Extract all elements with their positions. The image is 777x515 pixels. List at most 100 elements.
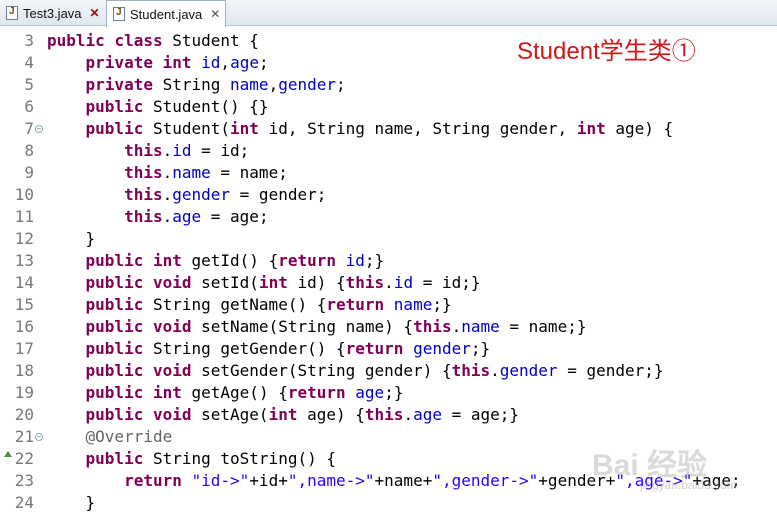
code-token: ",name->": [287, 471, 375, 490]
code-token: String getName() {: [143, 295, 327, 314]
code-text: public void setGender(String gender) {th…: [47, 360, 664, 382]
code-token: int: [162, 53, 192, 72]
watermark-url: jingyan.baidu.com: [640, 478, 737, 492]
code-line[interactable]: 22 public String toString() {: [0, 448, 777, 470]
code-token: }: [47, 229, 96, 248]
code-token: gender: [172, 185, 231, 204]
code-token: @Override: [85, 427, 173, 446]
code-token: return: [124, 471, 182, 490]
code-token: [336, 251, 346, 270]
code-line[interactable]: 19 public int getAge() {return age;}: [0, 382, 777, 404]
code-token: ;}: [384, 383, 404, 402]
java-file-icon: [6, 6, 18, 20]
code-token: [47, 119, 86, 138]
code-token: }: [47, 493, 96, 512]
code-text: public int getId() {return id;}: [47, 250, 385, 272]
code-token: [47, 295, 86, 314]
code-text: public Student(int id, String name, Stri…: [47, 118, 674, 140]
code-token: = age;: [201, 207, 269, 226]
code-token: [105, 31, 115, 50]
code-token: String: [152, 75, 231, 94]
code-token: getId() {: [181, 251, 279, 270]
code-token: this: [124, 207, 163, 226]
code-token: [47, 383, 86, 402]
fold-collapse-icon[interactable]: [35, 125, 43, 133]
code-line[interactable]: 21 @Override: [0, 426, 777, 448]
code-line[interactable]: 4 private int id,age;: [0, 52, 777, 74]
code-token: .: [162, 207, 173, 226]
code-token: public: [85, 383, 144, 402]
code-token: int: [152, 383, 182, 402]
line-number: 19: [14, 383, 34, 402]
code-token: [47, 449, 86, 468]
code-token: [47, 427, 86, 446]
code-token: [47, 317, 86, 336]
code-token: Student() {}: [143, 97, 269, 116]
code-token: = id;}: [413, 273, 481, 292]
code-token: return: [345, 339, 404, 358]
tab-test3-java[interactable]: Test3.java ✕: [0, 0, 104, 26]
code-token: age) {: [297, 405, 365, 424]
code-token: [153, 53, 163, 72]
line-number: 7: [24, 119, 34, 138]
code-token: private: [85, 53, 153, 72]
code-line[interactable]: 6 public Student() {}: [0, 96, 777, 118]
code-line[interactable]: 7 public Student(int id, String name, St…: [0, 118, 777, 140]
code-token: [143, 405, 153, 424]
code-token: name: [172, 163, 211, 182]
code-token: [47, 471, 124, 490]
code-line[interactable]: 17 public String getGender() {return gen…: [0, 338, 777, 360]
code-text: }: [47, 228, 96, 250]
line-number: 10: [14, 185, 34, 204]
tab-student-java[interactable]: Student.java ✕: [106, 0, 226, 27]
code-token: public: [85, 97, 144, 116]
code-token: .: [490, 361, 500, 380]
line-number: 15: [14, 295, 34, 314]
code-line[interactable]: 11 this.age = age;: [0, 206, 777, 228]
line-number: 5: [24, 75, 34, 94]
code-line[interactable]: 15 public String getName() {return name;…: [0, 294, 777, 316]
code-line[interactable]: 18 public void setGender(String gender) …: [0, 360, 777, 382]
code-line[interactable]: 14 public void setId(int id) {this.id = …: [0, 272, 777, 294]
code-token: void: [152, 405, 192, 424]
code-token: .: [162, 185, 173, 204]
code-token: void: [152, 317, 192, 336]
line-number: 4: [24, 53, 34, 72]
code-line[interactable]: 9 this.name = name;: [0, 162, 777, 184]
code-token: ,: [268, 75, 279, 94]
code-token: this: [345, 273, 385, 292]
code-token: setAge(: [191, 405, 269, 424]
code-line[interactable]: 23 return "id->"+id+",name->"+name+",gen…: [0, 470, 777, 492]
code-text: @Override: [47, 426, 173, 448]
code-token: public: [47, 31, 105, 50]
code-text: public class Student {: [47, 30, 259, 52]
code-line[interactable]: 12 }: [0, 228, 777, 250]
code-text: public void setName(String name) {this.n…: [47, 316, 587, 338]
code-line[interactable]: 8 this.id = id;: [0, 140, 777, 162]
line-number: 21: [14, 427, 34, 446]
code-token: [384, 295, 394, 314]
code-token: = id;: [191, 141, 250, 160]
code-token: .: [384, 273, 394, 292]
code-token: age) {: [605, 119, 674, 138]
code-token: [47, 163, 124, 182]
close-icon[interactable]: ✕: [89, 6, 100, 20]
code-token: public: [85, 405, 144, 424]
code-line[interactable]: 24 }: [0, 492, 777, 514]
code-line[interactable]: 20 public void setAge(int age) {this.age…: [0, 404, 777, 426]
code-token: .: [403, 405, 414, 424]
code-token: this: [124, 185, 163, 204]
code-token: id: [201, 53, 221, 72]
fold-collapse-icon[interactable]: [35, 433, 43, 441]
code-line[interactable]: 13 public int getId() {return id;}: [0, 250, 777, 272]
close-icon[interactable]: ✕: [210, 7, 221, 21]
code-token: int: [258, 273, 288, 292]
tab-label: Student.java: [130, 6, 203, 22]
line-number: 9: [24, 163, 34, 182]
code-text: this.gender = gender;: [47, 184, 326, 206]
code-line[interactable]: 5 private String name,gender;: [0, 74, 777, 96]
code-line[interactable]: 16 public void setName(String name) {thi…: [0, 316, 777, 338]
code-line[interactable]: 10 this.gender = gender;: [0, 184, 777, 206]
